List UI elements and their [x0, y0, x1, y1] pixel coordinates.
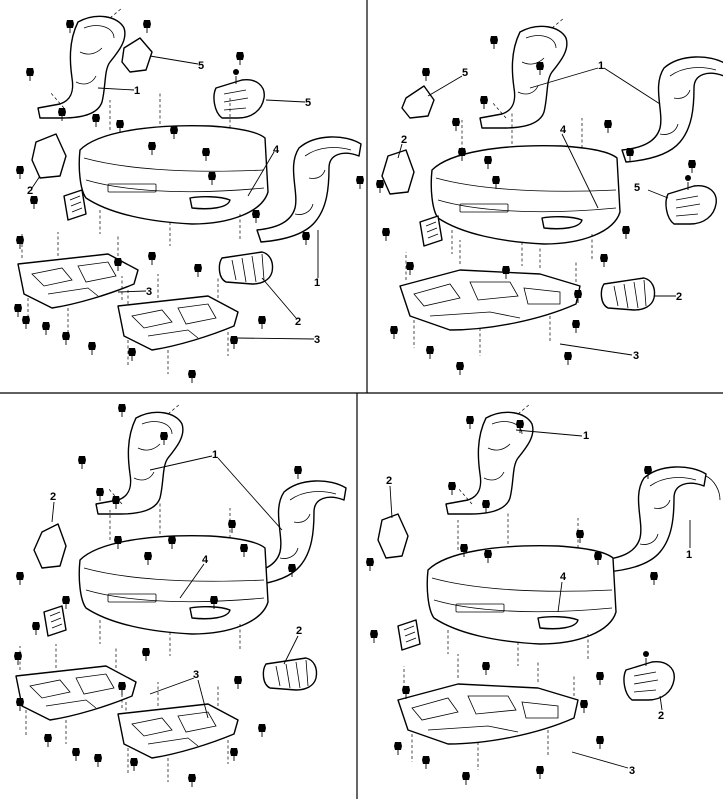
leader-tl-5b [265, 99, 306, 103]
front-bumper-cover [78, 501, 269, 657]
leader-tl-4 [247, 151, 275, 197]
leader-br-2b [659, 695, 663, 711]
leader-tr-5a [427, 75, 463, 97]
panel-top-left [13, 7, 365, 384]
license-plate-bracket [43, 605, 67, 637]
panel-top-right [375, 17, 723, 376]
leader-bl-2b [283, 635, 299, 665]
leader-tr-3 [559, 343, 633, 356]
leader-br-1a [515, 429, 583, 437]
callout-label-top-right-4: 5 [634, 182, 640, 194]
callout-label-bottom-right-4: 2 [658, 710, 664, 722]
callout-label-top-right-6: 3 [633, 350, 639, 362]
side-marker-lamp [262, 657, 318, 691]
side-marker-lamp [218, 251, 274, 285]
leader-tr-4 [561, 133, 599, 209]
callout-label-top-left-1: 5 [198, 60, 204, 72]
fender-liner-left [37, 7, 126, 119]
callout-label-top-left-8: 3 [314, 334, 320, 346]
callout-label-bottom-right-5: 3 [629, 765, 635, 777]
side-marker-lamp [600, 277, 656, 311]
callout-label-top-left-3: 4 [273, 144, 280, 156]
leader-bl-3b [197, 679, 209, 719]
leader-tl-3b [235, 337, 315, 340]
bumper-side-bracket [31, 133, 67, 179]
leader-tr-2a [397, 143, 403, 159]
corner-lamp [665, 174, 717, 225]
callout-label-top-right-1: 5 [462, 67, 468, 79]
license-plate-bracket [63, 189, 87, 221]
leader-bl-2a [51, 501, 55, 523]
side-lamp-upper [121, 37, 153, 73]
callout-label-top-left-0: 1 [134, 85, 140, 97]
engine-under-cover-right [117, 273, 239, 375]
leader-bl-1b [217, 457, 283, 531]
callout-label-bottom-right-2: 1 [686, 549, 692, 561]
front-bumper-cover [426, 511, 617, 667]
callout-label-top-right-5: 2 [676, 291, 682, 303]
callout-label-top-right-3: 2 [401, 134, 407, 146]
callout-label-bottom-right-3: 4 [560, 571, 567, 583]
leader-tl-2a [31, 175, 41, 189]
engine-under-cover-right [117, 681, 239, 783]
leader-tl-2b [261, 277, 297, 319]
fender-liner-right-extension [705, 475, 721, 501]
leader-br-3 [571, 751, 629, 769]
callout-label-top-right-2: 4 [560, 124, 567, 136]
corner-lamp [623, 650, 675, 701]
leader-tl-1a [97, 87, 135, 91]
callout-label-bottom-right-0: 1 [583, 430, 589, 442]
leader-tr-5b [647, 189, 669, 199]
panel-bottom-left [13, 403, 347, 788]
callout-labels: 1 5 5 4 2 1 3 2 3 1 5 4 2 5 2 3 1 2 4 2 3 1 2 1 4 2 3 [27, 60, 692, 777]
bumper-side-bracket [381, 149, 415, 195]
engine-under-cover-left [15, 643, 137, 745]
leader-br-2a [389, 485, 393, 519]
license-plate-bracket [397, 619, 421, 651]
bumper-side-bracket [377, 513, 409, 559]
fender-liner-right [621, 56, 723, 163]
leader-bl-3a [149, 677, 195, 695]
callout-label-top-left-4: 2 [27, 185, 33, 197]
callout-label-bottom-right-1: 2 [386, 475, 392, 487]
leader-tr-1b [603, 67, 661, 105]
leader-bl-1a [149, 455, 213, 471]
engine-under-cover [397, 653, 579, 771]
fender-liner-left [95, 403, 184, 515]
callout-label-bottom-left-1: 2 [50, 491, 56, 503]
leader-tr-1a [529, 67, 599, 89]
callout-label-bottom-left-4: 3 [193, 669, 199, 681]
callout-label-top-left-6: 3 [146, 286, 152, 298]
callout-label-bottom-left-2: 4 [202, 554, 209, 566]
panel-bottom-right [365, 403, 721, 786]
leader-br-4 [557, 581, 563, 613]
callout-label-top-right-0: 1 [598, 60, 604, 72]
license-plate-bracket [419, 215, 443, 247]
engine-under-cover [399, 239, 581, 357]
fender-liner-left [479, 17, 568, 129]
corner-lamp [213, 68, 265, 119]
callout-label-top-left-2: 5 [305, 97, 311, 109]
callout-label-top-left-5: 1 [314, 277, 320, 289]
side-lamp-upper [401, 85, 435, 119]
callout-label-bottom-left-0: 1 [212, 449, 218, 461]
bumper-side-bracket [33, 523, 67, 569]
callout-label-top-left-7: 2 [295, 316, 301, 328]
leader-tl-3a [117, 290, 147, 293]
leader-tl-5a [149, 55, 199, 65]
callout-label-bottom-left-3: 2 [296, 625, 302, 637]
leader-bl-4 [179, 563, 205, 599]
front-bumper-cover [430, 111, 621, 267]
